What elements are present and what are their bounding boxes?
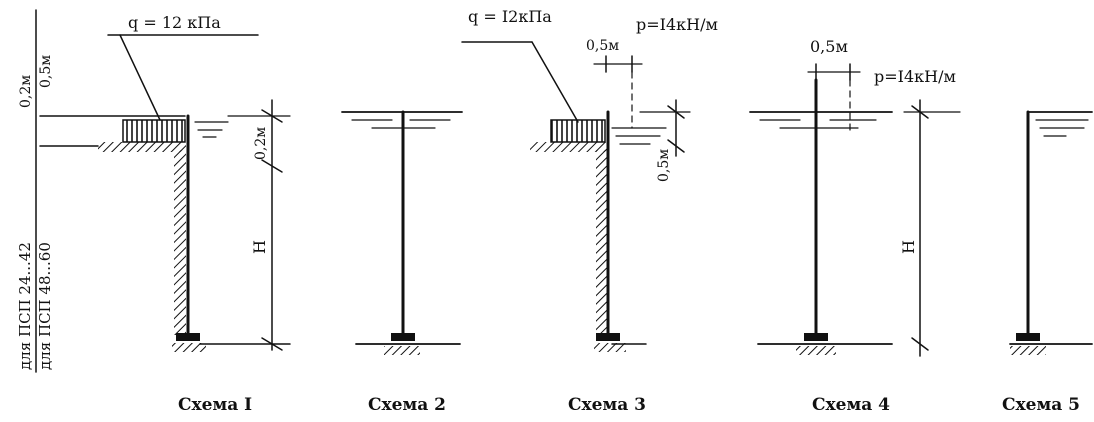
q-label: q = I2кПа xyxy=(468,7,552,26)
soil-surface-hatch xyxy=(530,142,608,152)
caption-scheme-3: Схема 3 xyxy=(568,395,646,415)
base-hatch xyxy=(172,343,206,352)
p-offset-label: 0,5м xyxy=(586,38,619,54)
caption-scheme-5: Схема 5 xyxy=(1002,395,1080,415)
caption-scheme-4: Схема 4 xyxy=(812,395,890,415)
q-label: q = 12 кПа xyxy=(128,13,221,32)
p-label: p=I4кН/м xyxy=(636,15,718,34)
wall-footing xyxy=(596,333,620,341)
scheme-2: Схема 2 xyxy=(341,110,463,415)
base-hatch xyxy=(384,346,420,355)
scheme-5: Схема 5 xyxy=(1002,110,1093,415)
p-depth-tick-top xyxy=(667,105,685,119)
caption-scheme-1: Схема I xyxy=(178,395,252,415)
p-label: p=I4кН/м xyxy=(874,67,956,86)
wall-footing xyxy=(1016,333,1040,341)
surcharge-load xyxy=(122,119,186,143)
tick-bottom xyxy=(911,337,929,351)
wall-footing xyxy=(804,333,828,341)
dim-height-H: H xyxy=(899,240,918,254)
tick-top xyxy=(911,105,929,119)
caption-scheme-2: Схема 2 xyxy=(368,395,446,415)
p-depth-tick-bottom xyxy=(667,139,685,153)
scheme-1: q = 12 кПа 0,2м H Схема I xyxy=(39,13,291,415)
scheme-3: q = I2кПа p=I4кН/м 0,5м 0,5м Схема 3 xyxy=(461,7,718,415)
wall-footing xyxy=(391,333,415,341)
q-leader xyxy=(531,41,579,123)
note-psp-48-60: для ПСП 48...60 xyxy=(36,242,54,370)
scheme-4: 0,5м p=I4кН/м H Схема 4 xyxy=(749,37,961,415)
note-psp-24-42: для ПСП 24...42 xyxy=(16,242,34,370)
base-hatch xyxy=(594,343,626,352)
side-notes: для ПСП 24...42 для ПСП 48...60 0,2м 0,5… xyxy=(16,9,54,373)
dim-label-02m: 0,2м xyxy=(18,75,34,108)
wall-footing xyxy=(176,333,200,341)
surcharge-load xyxy=(550,119,606,143)
dim-height-H: H xyxy=(250,240,269,254)
soil-backfill-hatch xyxy=(596,150,608,335)
tick-mid xyxy=(261,159,283,173)
base-hatch xyxy=(1010,346,1046,355)
q-leader xyxy=(119,34,161,121)
dim-label-05m: 0,5м xyxy=(38,55,54,88)
offset-label: 0,5м xyxy=(810,37,848,56)
base-hatch xyxy=(796,346,836,355)
p-depth-label: 0,5м xyxy=(656,149,672,182)
soil-surface-hatch xyxy=(98,142,186,152)
soil-backfill-hatch xyxy=(174,150,186,335)
dim-surcharge-depth: 0,2м xyxy=(253,127,269,160)
